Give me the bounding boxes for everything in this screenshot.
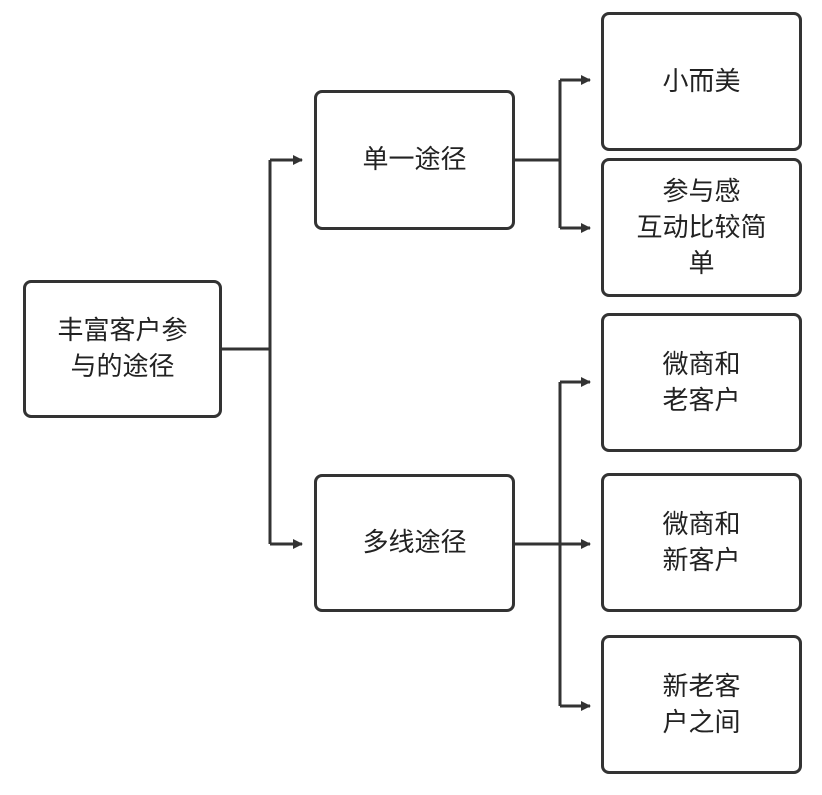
node-wechat-new-customers: 微商和 新客户	[601, 473, 802, 612]
node-new-old-customers-line-1: 新老客	[662, 671, 741, 702]
node-small-beautiful-label: 小而美	[662, 66, 741, 97]
node-root: 丰富客户参 与的途径	[23, 280, 222, 418]
node-sense-of-participation-line-1: 参与感	[662, 176, 741, 207]
node-single-path: 单一途径	[314, 90, 515, 230]
node-wechat-old-customers: 微商和 老客户	[601, 313, 802, 452]
node-single-path-label: 单一途径	[362, 145, 467, 175]
node-multi-path-label: 多线途径	[362, 528, 467, 558]
node-small-beautiful: 小而美	[601, 12, 802, 151]
node-root-line-2: 与的途径	[70, 352, 175, 382]
node-multi-path: 多线途径	[314, 474, 515, 612]
node-sense-of-participation: 参与感 互动比较简 单	[601, 158, 802, 297]
node-new-old-customers: 新老客 户之间	[601, 635, 802, 774]
node-root-line-1: 丰富客户参	[57, 316, 188, 346]
node-sense-of-participation-line-2: 互动比较简	[636, 212, 767, 243]
node-wechat-old-customers-line-1: 微商和	[662, 349, 741, 380]
node-sense-of-participation-line-3: 单	[688, 248, 715, 279]
node-wechat-old-customers-line-2: 老客户	[662, 385, 741, 416]
node-new-old-customers-line-2: 户之间	[662, 707, 741, 738]
node-wechat-new-customers-line-1: 微商和	[662, 509, 741, 540]
node-wechat-new-customers-line-2: 新客户	[662, 545, 741, 576]
